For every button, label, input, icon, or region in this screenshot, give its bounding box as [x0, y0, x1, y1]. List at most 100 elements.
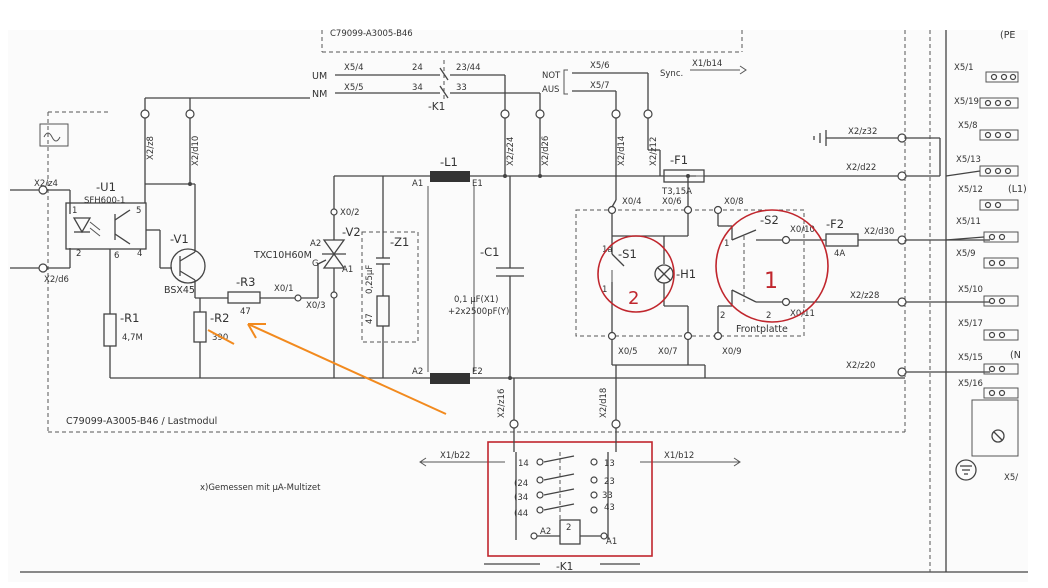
conn-x2-d26: X2/d26 [541, 136, 551, 166]
k1-pin-34: 34 [412, 83, 423, 93]
right-strip-terminals [979, 71, 1019, 399]
x0-1-label: X0/1 [274, 284, 294, 294]
conn-x2-z16: X2/z16 [497, 389, 507, 418]
aus-label: AUS [542, 85, 559, 95]
conn-x2-z32: X2/z32 [848, 127, 877, 137]
x5-6-label: X5/6 [590, 61, 610, 71]
rs-l1: (L1) [1008, 184, 1027, 195]
c1-value-2: +2x2500pF(Y) [448, 307, 509, 317]
conn-x2-z8: X2/z8 [146, 136, 156, 160]
um-label: UM [312, 71, 327, 82]
r2-value: 390 [212, 333, 228, 343]
z1-label: -Z1 [390, 235, 409, 249]
r3-label: -R3 [236, 275, 255, 289]
u1-pin-1: 1 [72, 206, 77, 216]
relay-r-23: 23 [604, 477, 615, 487]
rs-x5-11: X5/11 [956, 217, 981, 227]
z1-res-value: 47 [365, 313, 375, 324]
top-terminal-row [140, 109, 653, 119]
x0-7-label: X0/7 [658, 347, 678, 357]
annotation-number-2: 2 [628, 288, 639, 309]
footnote: x)Gemessen mit µA-Multizet [200, 483, 321, 493]
k1-bottom-label: -K1 [556, 561, 573, 573]
annotation-number-1: 1 [764, 269, 778, 294]
x0-5-label: X0/5 [618, 347, 638, 357]
right-terminals [897, 133, 907, 377]
coil-a1: A1 [606, 537, 617, 547]
conn-x2-d10: X2/d10 [191, 136, 201, 166]
h1-label: -H1 [676, 267, 696, 281]
relay-r-43: 43 [604, 503, 615, 513]
x5-5-label: X5/5 [344, 83, 364, 93]
u1-pin-2: 2 [76, 249, 81, 259]
s1-label: -S1 [618, 247, 637, 261]
conn-x2-d14: X2/d14 [617, 136, 627, 166]
x0-6-label: X0/6 [662, 197, 682, 207]
v2-pin-a2: A2 [310, 239, 321, 249]
s2-label: -S2 [760, 213, 779, 227]
relay-l-34: (34 [514, 493, 528, 503]
x0-8-label: X0/8 [724, 197, 744, 207]
rs-x5-15: X5/15 [958, 353, 983, 363]
rs-x5-12: X5/12 [958, 185, 983, 195]
u1-pin-4: 4 [137, 249, 142, 259]
v1-label: -V1 [170, 232, 189, 246]
rs-x5-16: X5/16 [958, 379, 983, 389]
u1-type: SFH600-1 [84, 196, 125, 206]
r2-label: -R2 [210, 311, 229, 325]
x0-4-label: X0/4 [622, 197, 642, 207]
x5-4-label: X5/4 [344, 63, 364, 73]
l1-pin-a2: A2 [412, 367, 423, 377]
rs-pe: (PE [1000, 30, 1015, 41]
x0-9-label: X0/9 [722, 347, 742, 357]
l1-pin-e1: E1 [472, 179, 483, 189]
sheet-ref-top: C79099-A3005-B46 [330, 29, 413, 39]
x0-11-label: X0/11 [790, 309, 815, 319]
u1-label: -U1 [96, 180, 116, 194]
conn-x2-d30: X2/d30 [864, 227, 894, 237]
rs-x5-10: X5/10 [958, 285, 983, 295]
v2-label: -V2 [342, 225, 361, 239]
conn-x2-z12: X2/z12 [649, 137, 659, 166]
x1-b22-label: X1/b22 [440, 451, 470, 461]
k1-top-label: -K1 [428, 101, 445, 113]
rs-x5-8: X5/8 [958, 121, 978, 131]
frontplatte-label: Frontplatte [736, 324, 788, 335]
s1-pin-1: 1 [602, 285, 607, 295]
r1-label: -R1 [120, 311, 139, 325]
v2-type: TXC10H60M [253, 250, 312, 261]
k1-pin-33: 33 [456, 83, 467, 93]
f1-value: T3,15A [661, 187, 692, 197]
rs-x5-13: X5/13 [956, 155, 981, 165]
s2-pin-2a: 2 [720, 311, 725, 321]
x1-b14-label: X1/b14 [692, 59, 722, 69]
relay-contacts: 14 (24 (34 (44 13 23 33 43 [514, 455, 615, 519]
rs-x5-1: X5/1 [954, 63, 974, 73]
right-strip-labels: (PE X5/1 X5/19 X5/8 X5/13 X5/12 (L1) X5/… [954, 30, 1027, 483]
f1-label: -F1 [670, 153, 688, 167]
c1-value-1: 0,1 µF(X1) [454, 295, 498, 305]
rs-x5: X5/ [1004, 473, 1018, 483]
orange-arrow [207, 323, 447, 415]
u1-pin-6: 6 [114, 251, 119, 261]
conn-x2-d18: X2/d18 [599, 388, 609, 418]
s2-pin-1: 1 [724, 239, 729, 249]
annotation-circle-2 [597, 235, 675, 313]
k1-pin-24: 24 [412, 63, 423, 73]
rs-x5-17: X5/17 [958, 319, 983, 329]
v2-pin-a1: A1 [342, 265, 353, 275]
relay-l-24: (24 [514, 479, 528, 489]
module-label: C79099-A3005-B46 / Lastmodul [66, 416, 217, 427]
c1-label: -C1 [480, 245, 500, 259]
conn-x2-z28: X2/z28 [850, 291, 879, 301]
l1-pin-e2: E2 [472, 367, 483, 377]
coil-label-2: 2 [566, 523, 571, 533]
conn-x2-z4: X2/z4 [34, 179, 58, 189]
u1-pin-5: 5 [136, 206, 141, 216]
r3-value: 47 [240, 307, 251, 317]
l1-pin-a1: A1 [412, 179, 423, 189]
relay-r-33: 33 [602, 491, 613, 501]
relay-r-13: 13 [604, 459, 615, 469]
sync-label: Sync. [660, 69, 683, 79]
x1-b12-label: X1/b12 [664, 451, 694, 461]
